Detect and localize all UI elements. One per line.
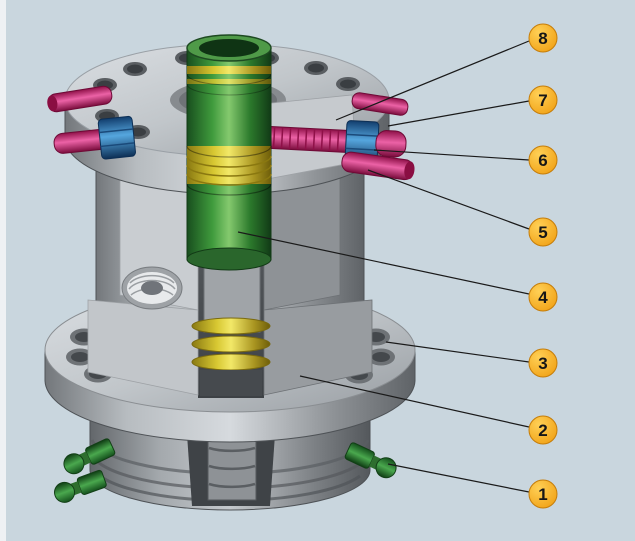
leader-line-7	[387, 100, 530, 127]
callout-5: 5	[528, 217, 558, 247]
fitting-ball	[375, 457, 397, 479]
casing-hanger-mandrel	[186, 34, 272, 271]
bolt-hole-bore	[340, 79, 356, 89]
callout-4: 4	[528, 282, 558, 312]
seal-ring-stack	[191, 317, 271, 371]
callout-6: 6	[528, 145, 558, 175]
grease-fitting-left-lower	[54, 469, 107, 503]
fitting-ball	[63, 453, 85, 475]
inner-pipe-groove	[208, 446, 256, 453]
hex-nut-blue	[97, 115, 136, 160]
bore-lower	[200, 370, 262, 396]
callout-number: 4	[538, 288, 548, 307]
ring-edge	[186, 83, 272, 96]
inner-pipe-groove	[208, 482, 256, 489]
fitting-hex	[76, 469, 107, 496]
leader-line-5	[367, 169, 530, 230]
fitting-hex	[344, 442, 375, 469]
mandrel-ring-thin	[187, 79, 271, 84]
callouts: 8 7 6 5 4 3 2 1	[528, 23, 558, 509]
hardware	[47, 85, 415, 181]
fitting-hex	[85, 438, 116, 465]
seal-ring	[191, 317, 271, 335]
callout-number: 5	[538, 223, 547, 242]
leader-line-6	[373, 149, 530, 161]
stud-tip	[375, 130, 407, 158]
callout-number: 6	[538, 151, 547, 170]
callout-number: 8	[538, 29, 547, 48]
band-groove	[186, 155, 272, 168]
lock-screw-left-lower	[53, 115, 136, 160]
bolt-hole-bore	[372, 352, 390, 362]
mandrel-top-bore	[199, 39, 259, 57]
fitting-neck	[78, 451, 91, 466]
thread-line	[128, 279, 176, 290]
thread-line	[129, 274, 175, 284]
ring-edge	[186, 73, 272, 86]
lock-screw-right-upper	[351, 92, 409, 116]
inner-pipe-groove	[208, 464, 256, 471]
thread-ticks	[272, 127, 340, 152]
leader-line-8	[335, 40, 530, 121]
grease-fitting-left-upper	[63, 438, 116, 475]
threaded-side-outlet	[121, 266, 183, 310]
callout-3: 3	[528, 348, 558, 378]
mandrel-ring-thin	[187, 66, 271, 74]
mandrel-bottom	[186, 247, 272, 271]
leader-line-3	[385, 341, 530, 363]
callout-number: 7	[538, 91, 547, 110]
nut-facet	[99, 128, 134, 134]
nut-facet	[346, 133, 379, 137]
callout-number: 1	[538, 485, 547, 504]
callout-8: 8	[528, 23, 558, 53]
callout-number: 2	[538, 421, 547, 440]
lock-screw-right-lower	[341, 151, 415, 181]
bolt-hole-bore	[308, 63, 324, 73]
band-edge	[186, 183, 272, 196]
band-edge	[186, 145, 272, 158]
stud-end	[47, 95, 58, 112]
seal-ring	[191, 353, 271, 371]
stud-end	[404, 161, 415, 180]
leader-line-2	[299, 375, 530, 428]
bolt-hole-bore	[127, 64, 143, 74]
nut-facet	[100, 142, 135, 148]
band-groove	[186, 164, 272, 177]
callout-2: 2	[528, 415, 558, 445]
outlet-bore	[141, 281, 163, 295]
fitting-ball	[54, 481, 76, 503]
fitting-neck	[369, 455, 382, 470]
leader-line-4	[237, 231, 530, 295]
lock-screw-left-upper	[47, 85, 113, 113]
callout-7: 7	[528, 85, 558, 115]
stud-shaft	[351, 92, 409, 116]
nut-facet	[345, 147, 378, 151]
callout-number: 3	[538, 354, 547, 373]
scan-edge-strip	[0, 0, 6, 541]
grease-fitting-right	[344, 442, 397, 479]
band-groove	[186, 173, 272, 186]
bolt-hole-bore	[71, 352, 89, 362]
leader-lines	[237, 40, 530, 493]
cut-face-right-body	[263, 171, 341, 311]
callout-1: 1	[528, 479, 558, 509]
leader-line-1	[387, 463, 530, 493]
seal-ring	[191, 335, 271, 353]
mandrel-seal-band	[187, 146, 271, 184]
